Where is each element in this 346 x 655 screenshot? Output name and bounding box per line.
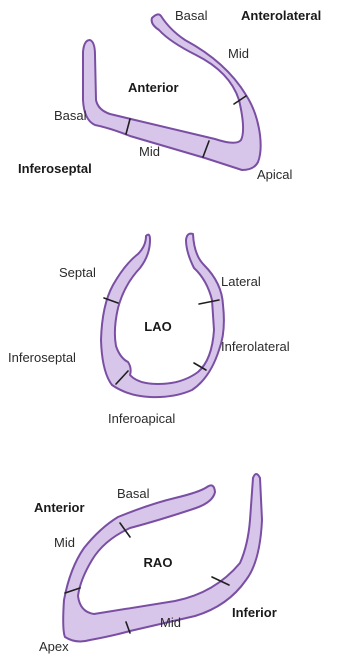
rao-basal-label: Basal (117, 486, 150, 501)
rao-anterior-label: Anterior (34, 500, 85, 515)
lao-center-label: LAO (144, 319, 171, 334)
rao-view: Basal Anterior Mid RAO Inferior Mid Apex (34, 474, 277, 654)
top-inferoseptal-label: Inferoseptal (18, 161, 92, 176)
top-apical-label: Apical (257, 167, 293, 182)
rao-apex-label: Apex (39, 639, 69, 654)
rao-center-label: RAO (144, 555, 173, 570)
top-anterior-label: Anterior (128, 80, 179, 95)
top-anterolateral-label: Anterolateral (241, 8, 321, 23)
top-basal-left-label: Basal (54, 108, 87, 123)
top-view: Basal Anterolateral Mid Anterior Basal M… (18, 8, 321, 182)
rao-mid-bottom-label: Mid (160, 615, 181, 630)
top-basal-top-label: Basal (175, 8, 208, 23)
lao-view: Septal Lateral LAO Inferolateral Inferos… (8, 234, 290, 426)
rao-mid-left-label: Mid (54, 535, 75, 550)
lao-inferolateral-label: Inferolateral (221, 339, 290, 354)
lao-lateral-label: Lateral (221, 274, 261, 289)
lao-ventricle-shape (101, 234, 224, 398)
lao-inferoapical-label: Inferoapical (108, 411, 175, 426)
lao-septal-label: Septal (59, 265, 96, 280)
top-mid-bottom-label: Mid (139, 144, 160, 159)
top-mid-right-label: Mid (228, 46, 249, 61)
rao-inferior-label: Inferior (232, 605, 277, 620)
lao-inferoseptal-label: Inferoseptal (8, 350, 76, 365)
